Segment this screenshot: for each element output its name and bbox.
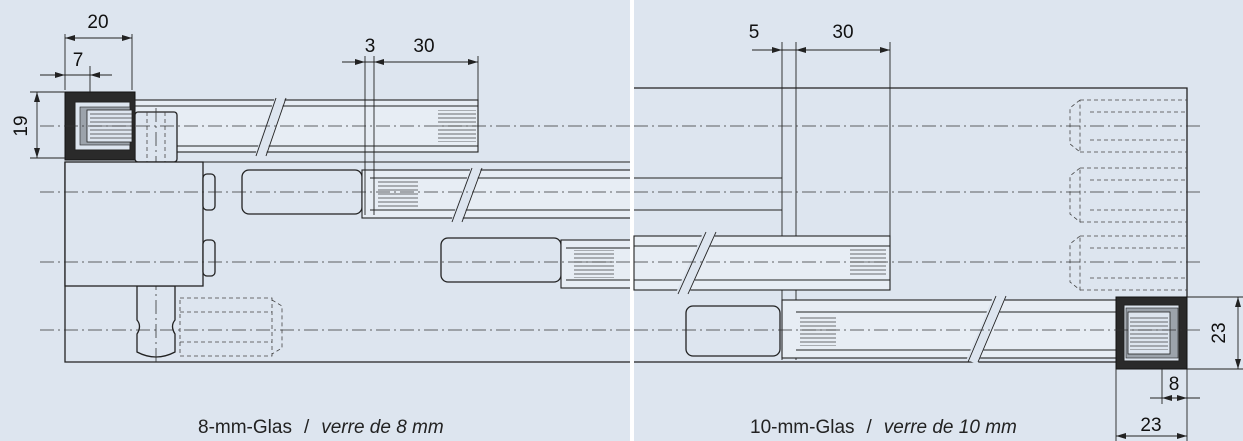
left-lower-glass [440,237,633,289]
dim-8: 8 [1169,374,1180,395]
left-view: 20 7 19 3 30 8-mm-Glas/verre de 8 mm [11,12,633,438]
dim-23-horizontal: 23 [1140,415,1161,436]
dim-7: 7 [73,50,84,71]
right-hidden-hinges [1069,99,1187,291]
dim-5: 5 [749,22,760,43]
right-frame [634,87,1188,297]
right-caption: 10-mm-Glas/verre de 10 mm [750,417,1017,438]
left-caption: 8-mm-Glas/verre de 8 mm [198,417,444,438]
hinge-block [64,161,204,287]
right-middle-glass [634,177,782,211]
left-middle-glass [241,166,633,224]
left-pin [134,108,178,366]
left-top-profile [64,91,479,161]
dim-30-left: 30 [413,36,434,57]
dim-23-vertical: 23 [1209,322,1230,343]
dim-19: 19 [11,115,32,136]
dim-30-right: 30 [832,22,853,43]
right-lower-glass [633,229,891,297]
right-view: 5 30 23 8 23 10-mm-Glas/verre de 10 mm [633,22,1243,441]
view-divider [630,0,634,441]
dim-20: 20 [87,12,108,33]
right-bottom-glass [685,293,1119,365]
dim-3: 3 [365,36,376,57]
right-corner-profile [1115,296,1188,370]
